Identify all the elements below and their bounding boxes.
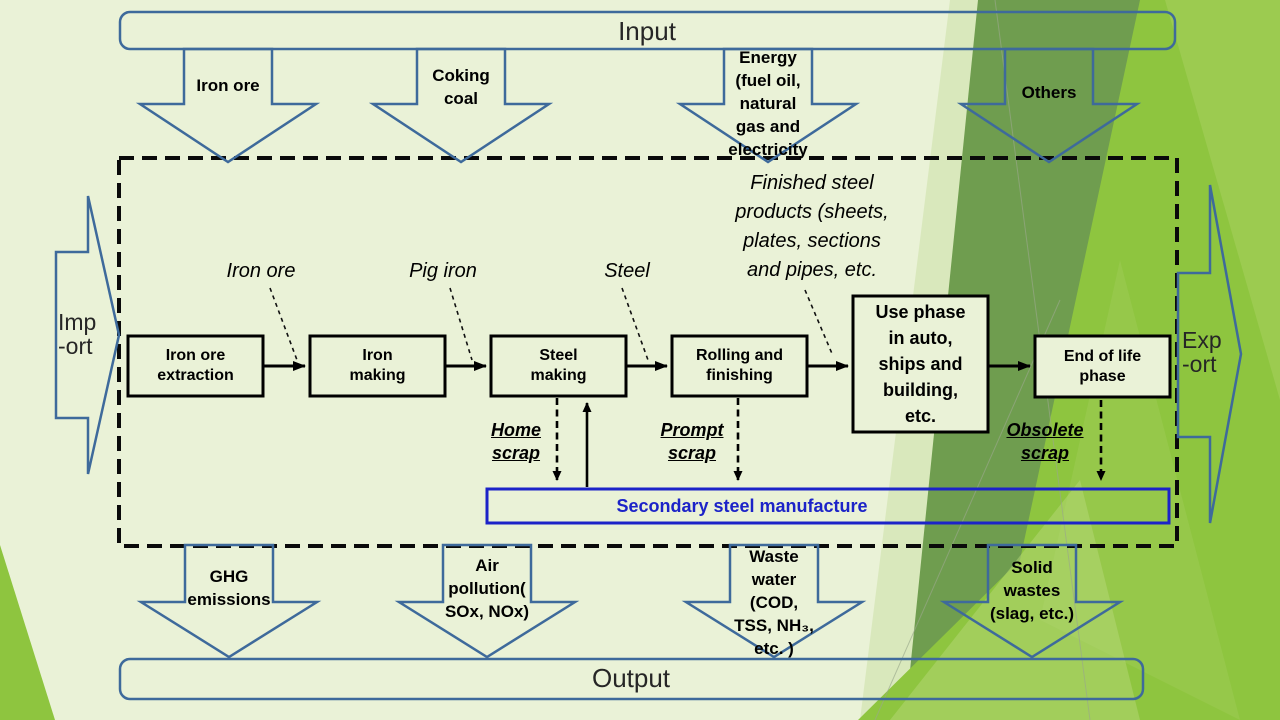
facet-overlay-1 [1165, 0, 1280, 400]
import-arrow [54, 195, 121, 475]
output-banner-shape [118, 657, 1145, 701]
export-arrow [1176, 184, 1243, 524]
output-arrow-waste-water-label: Waste water (COD, TSS, NH₃, etc. ) [734, 547, 814, 658]
box-end-of-life-label: End of life phase [1063, 347, 1142, 385]
input-arrow-iron-ore-label: Iron ore [196, 76, 260, 95]
input-banner-shape [118, 10, 1177, 51]
output-arrow-ghg-label: GHG emissions [187, 567, 271, 609]
home-scrap-label: Home scrap [490, 420, 542, 463]
input-arrow-energy [675, 47, 861, 164]
box-iron-making-label: Iron making [349, 347, 406, 384]
flow-label-iron-ore: Iron ore [226, 260, 296, 282]
box-rolling-finishing [670, 334, 809, 398]
leader-iron-ore [269, 287, 298, 361]
box-rolling-finishing-label: Rolling and finishing [695, 347, 784, 384]
input-banner-label: Input [618, 16, 676, 46]
export-label: Exp -ort [1182, 327, 1222, 377]
input-arrow-coking-coal [368, 47, 554, 164]
output-arrow-waste-water [681, 543, 867, 659]
box-iron-ore-extraction-label: Iron ore extraction [157, 347, 234, 384]
obsolete-scrap-label: Obsolete scrap [1006, 420, 1084, 463]
box-use-phase [851, 294, 990, 434]
import-label: Imp -ort [58, 309, 97, 359]
facet-bottom-left-wedge [0, 545, 55, 720]
box-steel-making [489, 334, 628, 398]
input-arrow-others-label: Others [1021, 83, 1077, 102]
prompt-scrap-label: Prompt scrap [660, 420, 724, 463]
box-end-of-life [1033, 334, 1172, 399]
flow-label-steel: Steel [604, 260, 650, 282]
box-steel-making-label: Steel making [530, 347, 587, 384]
output-arrow-ghg [136, 543, 322, 659]
output-arrow-air-pollution-label: Air pollution( SOx, NOx) [444, 556, 530, 621]
input-arrow-iron-ore [135, 47, 321, 164]
secondary-steel-label: Secondary steel manufacture [616, 496, 868, 516]
secondary-steel-box [485, 487, 1171, 525]
flow-label-pig-iron: Pig iron [409, 260, 477, 282]
output-arrow-air-pollution [394, 543, 580, 659]
output-arrow-solid-wastes-label: Solid wastes (slag, etc.) [989, 558, 1075, 623]
input-arrow-others [956, 47, 1142, 164]
flow-label-finished-products: Finished steel products (sheets, plates,… [735, 172, 889, 281]
box-use-phase-label: Use phase in auto, ships and building, e… [875, 302, 966, 426]
leader-finished-products [804, 289, 834, 357]
output-banner-label: Output [591, 663, 671, 693]
input-arrow-coking-coal-label: Coking coal [432, 66, 490, 108]
input-arrow-energy-label: Energy (fuel oil, natural gas and electr… [728, 48, 808, 159]
output-arrow-solid-wastes [939, 543, 1125, 659]
